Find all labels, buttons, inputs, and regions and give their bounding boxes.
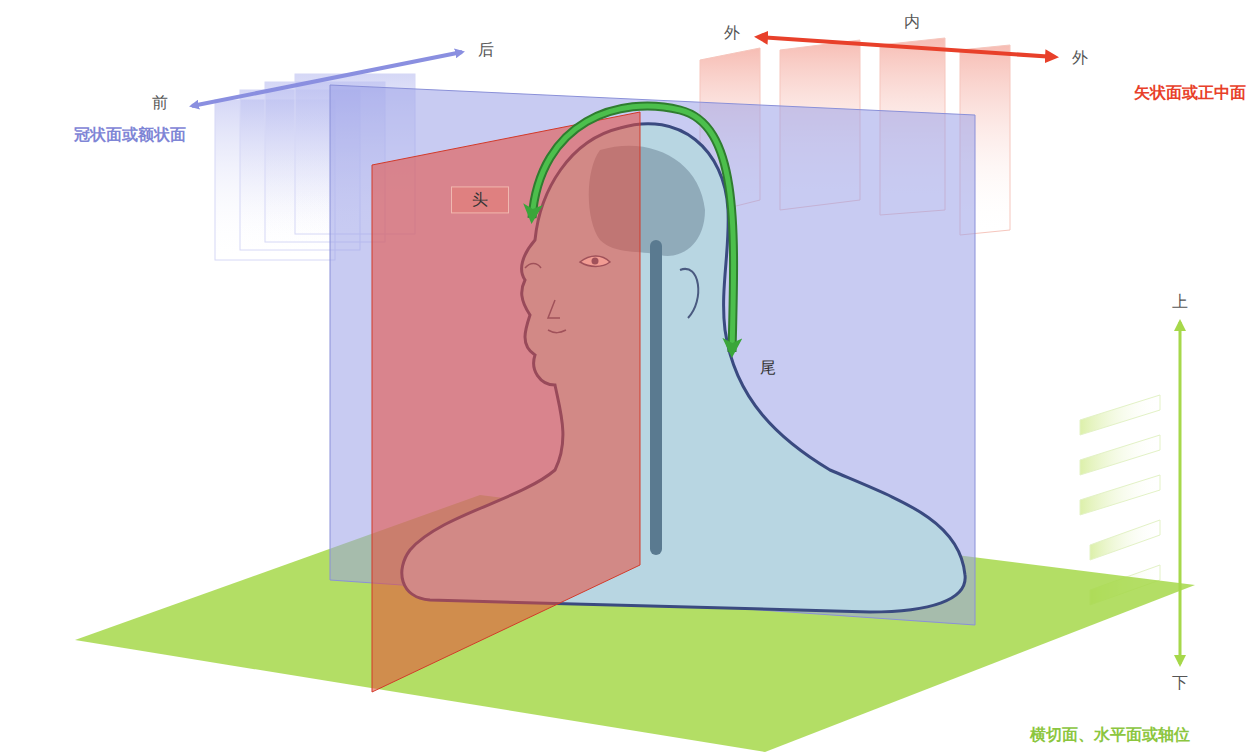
- plane-name: 横切面、水平面或轴位: [1030, 725, 1190, 744]
- direction-label: 前: [152, 93, 168, 112]
- direction-label: 上: [1172, 292, 1188, 311]
- direction-label: 下: [1172, 673, 1188, 692]
- direction-label: 后: [478, 40, 494, 59]
- plane-name: 冠状面或额状面: [74, 125, 186, 144]
- direction-label: 外: [1072, 48, 1088, 67]
- direction-label: 头: [451, 186, 509, 213]
- direction-label: 尾: [760, 358, 776, 377]
- direction-label: 内: [904, 12, 920, 31]
- direction-label: 外: [724, 23, 740, 42]
- plane-name: 矢状面或正中面: [1134, 83, 1246, 102]
